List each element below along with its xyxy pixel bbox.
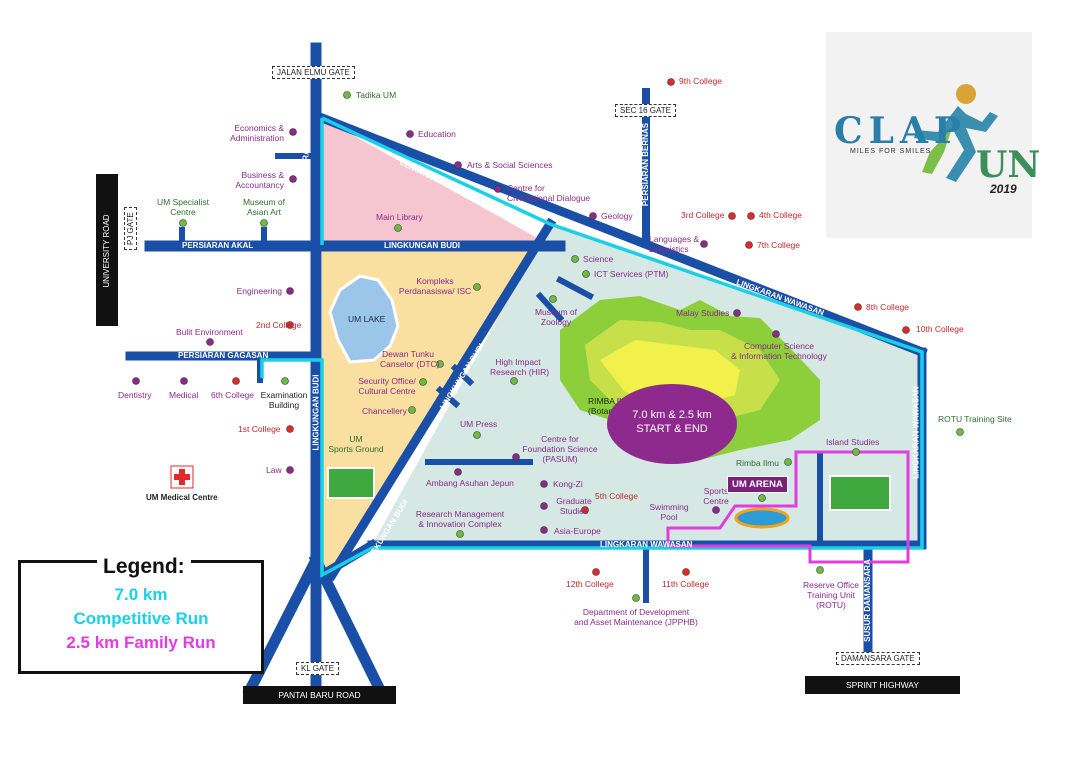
clap-run-logo: CLAP UN MILES FOR SMILES 2019: [826, 32, 1040, 238]
label-sixth-college: 6th College: [211, 390, 255, 400]
label-rimba-ilmu: Rimba Ilmu: [736, 458, 779, 468]
start-end-line2: START & END: [636, 423, 708, 435]
um-arena-stadium: [734, 507, 790, 529]
persiaran-gagasan-label: PERSIARAN GAGASAN: [178, 351, 269, 360]
label-ninth-college: 9th College: [679, 76, 723, 86]
label-science: Science: [583, 254, 614, 264]
label-second-college: 2nd College: [256, 320, 302, 330]
competitive-route: [260, 116, 924, 578]
logo-word-un: UN: [976, 144, 1041, 186]
label-island-studies: Island Studies: [826, 437, 880, 447]
label-business: Business & Accountancy: [235, 170, 284, 190]
label-first-college: 1st College: [238, 424, 281, 434]
label-third-college: 3rd College: [681, 210, 725, 220]
label-education: Education: [418, 129, 456, 139]
label-asian-art: Museum of Asian Art: [242, 197, 286, 217]
label-medical: Medical: [169, 390, 199, 400]
label-chancellery: Chancellery: [362, 406, 407, 416]
label-built-env: Bulit Environment: [176, 327, 243, 337]
persiaran-akal-label: PERSIARAN AKAL: [182, 241, 254, 250]
label-kongzi: Kong-Zi: [553, 479, 583, 489]
legend-title: Legend:: [97, 555, 191, 579]
label-um-press: UM Press: [460, 419, 498, 429]
label-economics: Economics & Administration: [230, 123, 284, 143]
sec16-gate: SEC 16 GATE: [615, 104, 676, 117]
label-jpphb: Department of Development and Asset Main…: [574, 607, 698, 627]
label-sports-ground: UM Sports Ground: [328, 434, 384, 454]
label-graduate: Graduate Studies: [556, 496, 592, 516]
label-twelfth-college: 12th College: [566, 579, 614, 589]
logo-word-clap: CLAP: [834, 110, 967, 152]
lingkaran-wawasan-right-label: LINGKARAN WAWASAN: [911, 386, 921, 479]
legend-line2: Competitive Run: [73, 609, 209, 628]
label-dewan-tunku: Dewan Tunku Canselor (DTC): [380, 349, 440, 369]
label-arts: Arts & Social Sciences: [467, 160, 553, 170]
label-geology: Geology: [601, 211, 633, 221]
um-arena-label: UM ARENA: [727, 476, 788, 493]
damansara-gate: DAMANSARA GATE: [836, 652, 920, 665]
label-malay-studies: Malay Studies: [676, 308, 730, 318]
label-fourth-college: 4th College: [759, 210, 803, 220]
label-research-mgmt: Research Management & Innovation Complex: [415, 509, 505, 529]
label-museum-zoology: Museum of Zoology: [534, 307, 578, 327]
rotu-field: [829, 475, 891, 511]
sports-ground-field: [327, 467, 375, 499]
label-dentistry: Dentistry: [118, 390, 152, 400]
label-civilisational: Centre for Civilisational Dialogue: [507, 183, 591, 203]
label-medical-centre: UM Medical Centre: [146, 493, 218, 502]
legend-line1: 7.0 km: [114, 585, 168, 604]
logo-tagline: MILES FOR SMILES: [850, 148, 932, 155]
lingkaran-wawasan-bottom-label: LINGKARAN WAWASAN: [600, 540, 693, 549]
university-road-label: UNIVERSITY ROAD: [102, 214, 111, 288]
pj-gate: PJ GATE: [124, 207, 137, 250]
start-end-bubble: 7.0 km & 2.5 km START & END: [607, 384, 737, 464]
label-exam-building: Examination Building: [260, 390, 308, 410]
label-fifth-college: 5th College: [595, 491, 639, 501]
label-um-lake: UM LAKE: [348, 314, 386, 324]
kl-gate: KL GATE: [296, 662, 339, 675]
label-main-library: Main Library: [376, 212, 423, 222]
markers: [132, 78, 964, 602]
label-eighth-college: 8th College: [866, 302, 910, 312]
logo-year: 2019: [990, 182, 1017, 196]
university-road-bar: UNIVERSITY ROAD: [96, 174, 118, 326]
label-law: Law: [266, 465, 282, 475]
label-engineering: Engineering: [236, 286, 282, 296]
jalan-elmu-gate: JALAN ELMU GATE: [272, 66, 355, 79]
persiaran-bernas-label: PERSIARAN BERNAS: [641, 122, 651, 207]
label-security: Security Office/ Cultural Centre: [358, 376, 416, 396]
family-route: [666, 450, 910, 564]
label-seventh-college: 7th College: [757, 240, 801, 250]
lingkungan-budi-top-label: LINGKUNGAN BUDI: [384, 241, 460, 250]
pantai-baru-road-label: PANTAI BARU ROAD: [278, 690, 361, 700]
label-eleventh-college: 11th College: [662, 579, 710, 589]
label-tadika: Tadika UM: [356, 90, 397, 100]
pantai-baru-road-bar: PANTAI BARU ROAD: [243, 686, 396, 704]
label-swimming: Swimming Pool: [649, 502, 689, 522]
legend-line3: 2.5 km Family Run: [66, 633, 216, 652]
persiaran-elmu-label: PERSIARAN ELMU: [301, 118, 311, 191]
start-end-line1: 7.0 km & 2.5 km: [632, 409, 712, 421]
label-high-impact: High Impact Research (HIR): [490, 357, 550, 377]
label-specialist: UM Specialist Centre: [157, 197, 209, 217]
sprint-highway-bar: SPRINT HIGHWAY: [805, 676, 960, 694]
label-computer-science: Computer Science & Information Technolog…: [731, 341, 827, 361]
label-kompleks: Kompleks Perdanasiswa/ ISC: [398, 276, 472, 296]
lingkungan-budi-left-label: LINGKUNGAN BUDI: [311, 374, 321, 451]
medical-cross-icon: [170, 465, 194, 489]
label-foundation: Centre for Foundation Science (PASUM): [522, 434, 598, 464]
label-rotu-site: ROTU Training Site: [938, 414, 1012, 424]
label-languages: Languages & Linguistics: [649, 234, 700, 254]
label-tenth-college: 10th College: [916, 324, 964, 334]
label-reserve-office: Reserve Office Training Unit (ROTU): [802, 580, 860, 610]
sprint-highway-label: SPRINT HIGHWAY: [845, 680, 920, 690]
label-sports-centre: Sports Centre: [703, 486, 729, 506]
zone-pink: [322, 118, 550, 245]
label-ambang: Ambang Asuhan Jepun: [426, 478, 514, 488]
um-lake: [328, 274, 400, 364]
label-ict: ICT Services (PTM): [594, 269, 669, 279]
runner-icon: [914, 84, 998, 182]
legend-box: Legend: 7.0 km Competitive Run 2.5 km Fa…: [18, 555, 264, 674]
label-asia-europe: Asia-Europe: [554, 526, 601, 536]
